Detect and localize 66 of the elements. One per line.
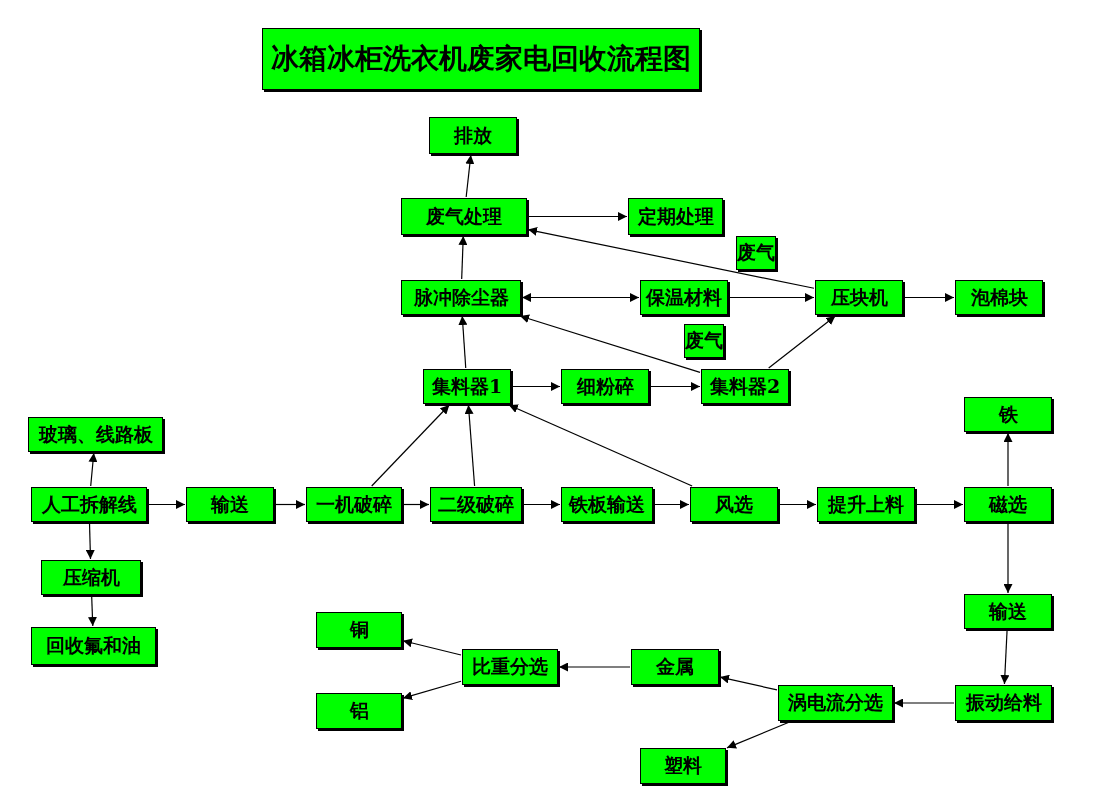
process-box: 人工拆解线: [31, 487, 147, 522]
process-box: 一机破碎: [306, 487, 402, 522]
process-box: 铁: [964, 397, 1052, 432]
process-box: 玻璃、线路板: [28, 417, 163, 452]
arrow: [1000, 629, 1010, 685]
arrow: [915, 500, 964, 509]
process-box: 金属: [631, 649, 719, 685]
arrow: [728, 293, 815, 302]
arrow: [87, 595, 97, 627]
arrow: [402, 680, 462, 700]
arrow: [527, 212, 628, 221]
title-box: 冰箱冰柜洗衣机废家电回收流程图: [262, 28, 700, 90]
process-box: 输送: [964, 594, 1052, 629]
process-box: 泡棉块: [955, 280, 1043, 315]
arrow: [465, 154, 475, 198]
process-box: 保温材料: [640, 280, 728, 315]
process-box: 塑料: [640, 748, 726, 784]
process-box: 涡电流分选: [778, 685, 893, 721]
process-box: 提升上料: [817, 487, 915, 522]
arrow: [522, 500, 561, 509]
arrow: [521, 293, 640, 302]
arrow: [508, 404, 693, 487]
arrow: [147, 500, 186, 509]
process-box: 细粉碎: [561, 369, 649, 404]
process-box: 回收氟和油: [31, 627, 156, 665]
arrow: [458, 315, 468, 369]
arrow: [511, 382, 561, 391]
arrow: [527, 227, 815, 289]
process-box: 废气处理: [401, 198, 527, 235]
process-box: 压缩机: [41, 560, 141, 595]
arrow: [402, 500, 430, 509]
process-box: 压块机: [815, 280, 903, 315]
arrow: [402, 638, 462, 656]
process-box: 铁板输送: [561, 487, 653, 522]
arrow: [464, 404, 476, 487]
arrow: [719, 674, 778, 691]
process-box: 集料器2: [701, 369, 789, 404]
process-box: 风选: [690, 487, 778, 522]
arrow: [274, 500, 306, 509]
process-box: 铝: [316, 693, 402, 729]
process-box: 铜: [316, 612, 402, 648]
process-box: 定期处理: [628, 198, 723, 235]
process-box: 输送: [186, 487, 274, 522]
process-box: 振动给料: [955, 685, 1052, 721]
process-box: 比重分选: [462, 649, 558, 685]
process-box: 集料器1: [423, 369, 511, 404]
arrow: [458, 235, 468, 280]
arrow: [653, 500, 690, 509]
arrow: [519, 314, 701, 373]
process-box: 脉冲除尘器: [401, 280, 521, 315]
arrow: [88, 452, 98, 487]
arrow: [371, 404, 450, 487]
process-box: 排放: [429, 117, 517, 154]
process-box: 磁选: [964, 487, 1052, 522]
arrow: [768, 315, 836, 369]
arrow: [649, 382, 701, 391]
arrow: [85, 522, 95, 560]
process-box: 废气: [736, 236, 776, 270]
arrow: [893, 698, 955, 708]
arrow: [1003, 522, 1013, 594]
arrow: [903, 293, 955, 302]
arrow: [1003, 432, 1013, 487]
process-box: 废气: [684, 324, 724, 358]
process-box: 二级破碎: [430, 487, 522, 522]
arrow: [778, 500, 817, 509]
arrow: [558, 662, 631, 672]
